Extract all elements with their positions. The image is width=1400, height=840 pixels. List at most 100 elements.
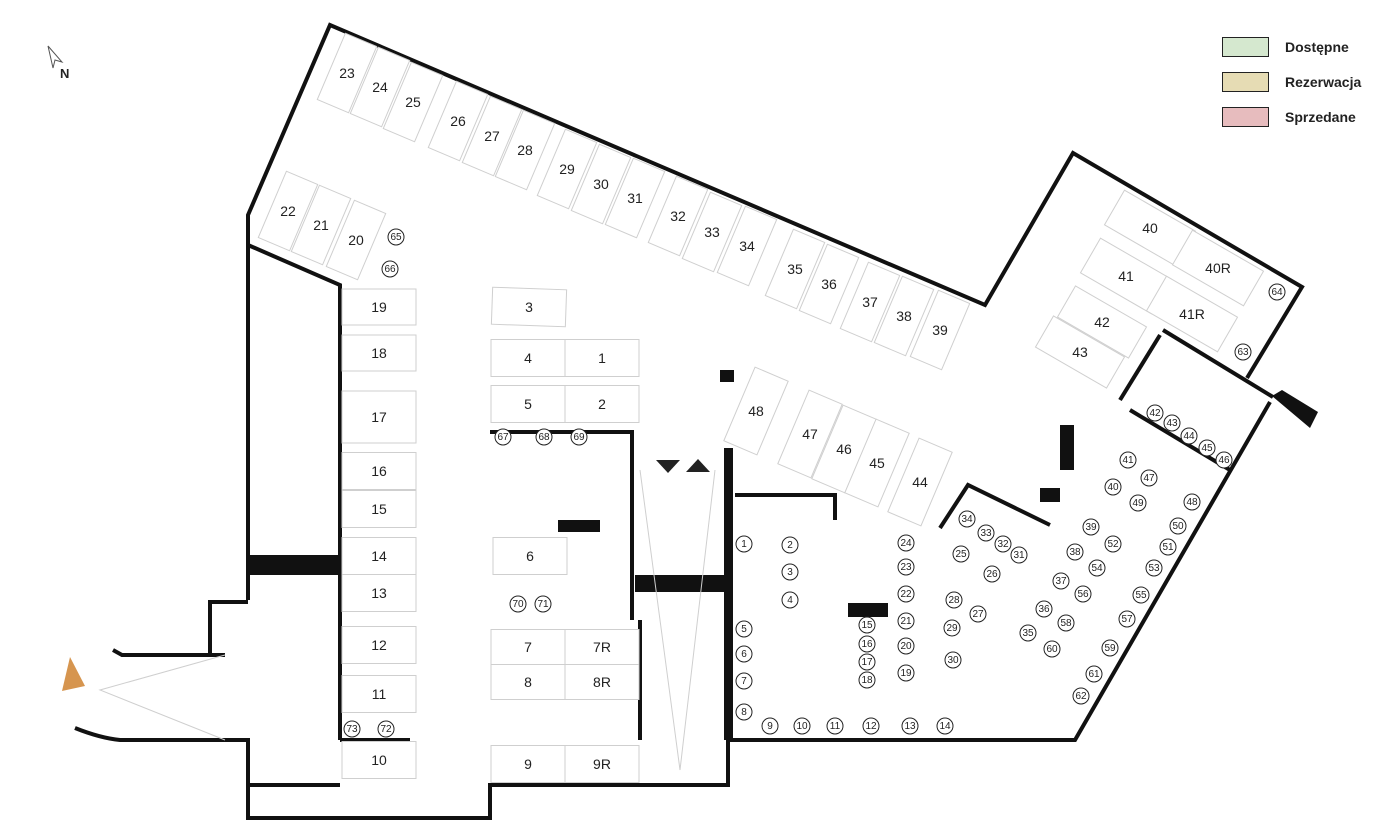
storage-unit[interactable]: 65 (387, 228, 405, 246)
parking-space[interactable]: 19 (341, 288, 417, 326)
parking-space[interactable]: 29 (536, 128, 598, 210)
storage-unit[interactable]: 3 (781, 563, 799, 581)
storage-unit[interactable]: 35 (1019, 624, 1037, 642)
storage-unit[interactable]: 61 (1085, 665, 1103, 683)
legend-item-available[interactable]: Dostępne (1222, 36, 1361, 57)
parking-space[interactable]: 6 (492, 537, 568, 575)
parking-space[interactable]: 41R (1145, 275, 1239, 353)
storage-unit[interactable]: 50 (1169, 517, 1187, 535)
parking-space[interactable]: 18 (341, 334, 417, 372)
storage-unit[interactable]: 63 (1234, 343, 1252, 361)
storage-unit[interactable]: 5 (735, 620, 753, 638)
parking-space[interactable]: 8R (564, 664, 640, 700)
parking-space[interactable]: 42 (1056, 285, 1148, 359)
storage-unit[interactable]: 26 (983, 565, 1001, 583)
parking-space[interactable]: 45 (844, 418, 910, 508)
storage-unit[interactable]: 49 (1129, 494, 1147, 512)
parking-space[interactable]: 22 (257, 170, 319, 252)
parking-space[interactable]: 15 (341, 490, 417, 528)
storage-unit[interactable]: 1 (735, 535, 753, 553)
parking-space[interactable]: 9 (490, 745, 566, 783)
legend-item-sold[interactable]: Sprzedane (1222, 106, 1361, 127)
parking-space[interactable]: 7 (490, 629, 566, 665)
storage-unit[interactable]: 67 (494, 428, 512, 446)
parking-space[interactable]: 44 (887, 437, 953, 527)
parking-space[interactable]: 34 (716, 205, 778, 287)
parking-space[interactable]: 21 (290, 184, 352, 266)
parking-space[interactable]: 3 (490, 286, 568, 328)
storage-unit[interactable]: 14 (936, 717, 954, 735)
parking-space[interactable]: 11 (341, 675, 417, 713)
storage-unit[interactable]: 2 (781, 536, 799, 554)
storage-unit[interactable]: 21 (897, 612, 915, 630)
storage-unit[interactable]: 34 (958, 510, 976, 528)
storage-unit[interactable]: 46 (1215, 451, 1233, 469)
storage-unit[interactable]: 69 (570, 428, 588, 446)
storage-unit[interactable]: 53 (1145, 559, 1163, 577)
storage-unit[interactable]: 13 (901, 717, 919, 735)
parking-space[interactable]: 30 (570, 143, 632, 225)
storage-unit[interactable]: 37 (1052, 572, 1070, 590)
parking-space[interactable]: 4 (490, 339, 566, 377)
parking-space[interactable]: 5 (490, 385, 566, 423)
storage-unit[interactable]: 57 (1118, 610, 1136, 628)
storage-unit[interactable]: 62 (1072, 687, 1090, 705)
storage-unit[interactable]: 58 (1057, 614, 1075, 632)
storage-unit[interactable]: 28 (945, 591, 963, 609)
parking-space[interactable]: 33 (681, 191, 743, 273)
storage-unit[interactable]: 25 (952, 545, 970, 563)
storage-unit[interactable]: 43 (1163, 414, 1181, 432)
parking-space[interactable]: 26 (427, 80, 489, 162)
storage-unit[interactable]: 22 (897, 585, 915, 603)
parking-space[interactable]: 47 (777, 389, 843, 479)
parking-space[interactable]: 27 (461, 95, 523, 177)
storage-unit[interactable]: 27 (969, 605, 987, 623)
storage-unit[interactable]: 51 (1159, 538, 1177, 556)
parking-space[interactable]: 38 (873, 275, 935, 357)
storage-unit[interactable]: 42 (1146, 404, 1164, 422)
storage-unit[interactable]: 24 (897, 534, 915, 552)
storage-unit[interactable]: 10 (793, 717, 811, 735)
storage-unit[interactable]: 33 (977, 524, 995, 542)
parking-space[interactable]: 10 (341, 741, 417, 779)
storage-unit[interactable]: 8 (735, 703, 753, 721)
storage-unit[interactable]: 12 (862, 717, 880, 735)
parking-space[interactable]: 28 (494, 109, 556, 191)
storage-unit[interactable]: 29 (943, 619, 961, 637)
storage-unit[interactable]: 45 (1198, 439, 1216, 457)
storage-unit[interactable]: 11 (826, 717, 844, 735)
parking-space[interactable]: 36 (798, 243, 860, 325)
parking-space[interactable]: 8 (490, 664, 566, 700)
storage-unit[interactable]: 17 (858, 653, 876, 671)
storage-unit[interactable]: 6 (735, 645, 753, 663)
storage-unit[interactable]: 44 (1180, 427, 1198, 445)
storage-unit[interactable]: 55 (1132, 586, 1150, 604)
storage-unit[interactable]: 16 (858, 635, 876, 653)
parking-space[interactable]: 20 (325, 199, 387, 281)
storage-unit[interactable]: 32 (994, 535, 1012, 553)
parking-space[interactable]: 14 (341, 537, 417, 575)
storage-unit[interactable]: 64 (1268, 283, 1286, 301)
parking-space[interactable]: 37 (839, 261, 901, 343)
storage-unit[interactable]: 60 (1043, 640, 1061, 658)
parking-space[interactable]: 48 (723, 366, 789, 456)
storage-unit[interactable]: 36 (1035, 600, 1053, 618)
storage-unit[interactable]: 40 (1104, 478, 1122, 496)
storage-unit[interactable]: 70 (509, 595, 527, 613)
parking-space[interactable]: 7R (564, 629, 640, 665)
parking-space[interactable]: 43 (1034, 315, 1126, 389)
storage-unit[interactable]: 23 (897, 558, 915, 576)
storage-unit[interactable]: 30 (944, 651, 962, 669)
parking-space[interactable]: 16 (341, 452, 417, 490)
legend-item-reserved[interactable]: Rezerwacja (1222, 71, 1361, 92)
parking-space[interactable]: 31 (604, 157, 666, 239)
storage-unit[interactable]: 73 (343, 720, 361, 738)
storage-unit[interactable]: 54 (1088, 559, 1106, 577)
storage-unit[interactable]: 52 (1104, 535, 1122, 553)
parking-space[interactable]: 46 (811, 404, 877, 494)
parking-space[interactable]: 40R (1171, 229, 1265, 307)
storage-unit[interactable]: 48 (1183, 493, 1201, 511)
parking-space[interactable]: 1 (564, 339, 640, 377)
storage-unit[interactable]: 72 (377, 720, 395, 738)
parking-space[interactable]: 13 (341, 574, 417, 612)
